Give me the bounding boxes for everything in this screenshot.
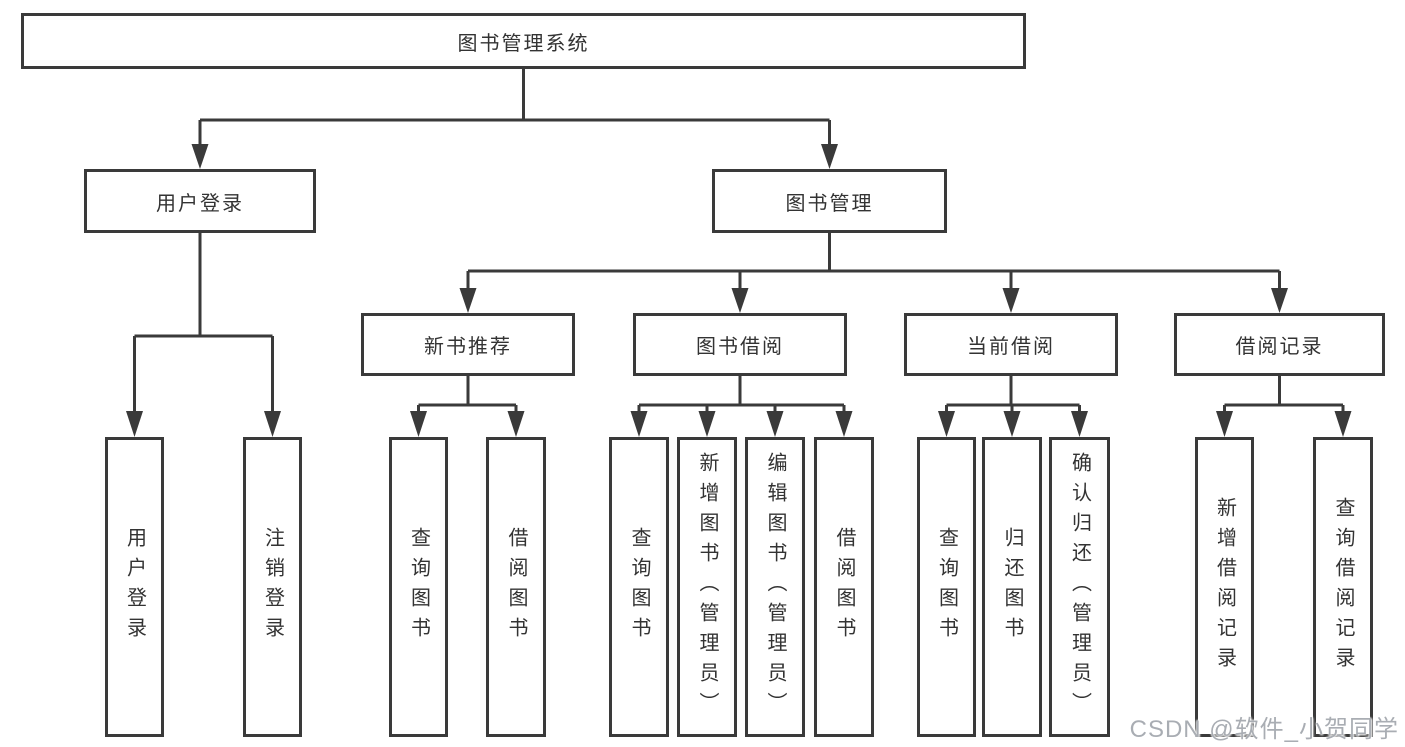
node-leaf-return-book: 归还图书 bbox=[982, 437, 1042, 737]
node-label: 确认归还（管理员） bbox=[1068, 452, 1091, 722]
node-leaf-query-books-current: 查询图书 bbox=[917, 437, 976, 737]
node-leaf-query-books-borrowing: 查询图书 bbox=[609, 437, 669, 737]
node-label: 编辑图书（管理员） bbox=[764, 452, 786, 722]
node-leaf-user-login: 用户登录 bbox=[105, 437, 164, 737]
node-label: 用户登录 bbox=[123, 527, 146, 647]
node-label: 借阅图书 bbox=[833, 527, 855, 647]
node-label: 归还图书 bbox=[1001, 527, 1023, 647]
node-label: 新增借阅记录 bbox=[1213, 497, 1236, 677]
node-current-borrowing: 当前借阅 bbox=[904, 313, 1118, 376]
node-leaf-borrow-books-recommend: 借阅图书 bbox=[486, 437, 546, 737]
node-book-borrowing: 图书借阅 bbox=[633, 313, 847, 376]
node-label: 查询借阅记录 bbox=[1332, 497, 1354, 677]
node-label: 图书管理 bbox=[785, 192, 874, 215]
node-label: 查询图书 bbox=[935, 527, 958, 647]
arrowhead-icons bbox=[126, 144, 1352, 437]
node-label: 查询图书 bbox=[628, 527, 650, 647]
node-label: 借阅图书 bbox=[505, 527, 527, 647]
node-leaf-add-book-admin: 新增图书（管理员） bbox=[677, 437, 737, 737]
node-label: 查询图书 bbox=[407, 527, 430, 647]
node-label: 当前借阅 bbox=[967, 336, 1055, 358]
node-user-login: 用户登录 bbox=[84, 169, 316, 233]
node-leaf-confirm-return-admin: 确认归还（管理员） bbox=[1049, 437, 1110, 737]
watermark-text: CSDN @软件_小贺同学 bbox=[1129, 716, 1399, 743]
node-label: 图书管理系统 bbox=[457, 32, 590, 55]
node-book-management: 图书管理 bbox=[712, 169, 947, 233]
node-label: 新增图书（管理员） bbox=[696, 452, 718, 722]
node-label: 用户登录 bbox=[156, 192, 244, 215]
node-borrow-records: 借阅记录 bbox=[1174, 313, 1385, 376]
node-leaf-logout: 注销登录 bbox=[243, 437, 302, 737]
node-leaf-borrow-books: 借阅图书 bbox=[814, 437, 874, 737]
node-label: 新书推荐 bbox=[424, 336, 512, 358]
node-leaf-query-books-recommend: 查询图书 bbox=[389, 437, 448, 737]
node-leaf-add-borrow-record: 新增借阅记录 bbox=[1195, 437, 1254, 737]
node-label: 借阅记录 bbox=[1235, 336, 1324, 358]
node-new-book-recommend: 新书推荐 bbox=[361, 313, 575, 376]
node-label: 图书借阅 bbox=[696, 336, 784, 358]
node-label: 注销登录 bbox=[261, 527, 284, 647]
node-leaf-query-borrow-record: 查询借阅记录 bbox=[1313, 437, 1373, 737]
node-leaf-edit-book-admin: 编辑图书（管理员） bbox=[745, 437, 805, 737]
node-library-system: 图书管理系统 bbox=[21, 13, 1026, 69]
